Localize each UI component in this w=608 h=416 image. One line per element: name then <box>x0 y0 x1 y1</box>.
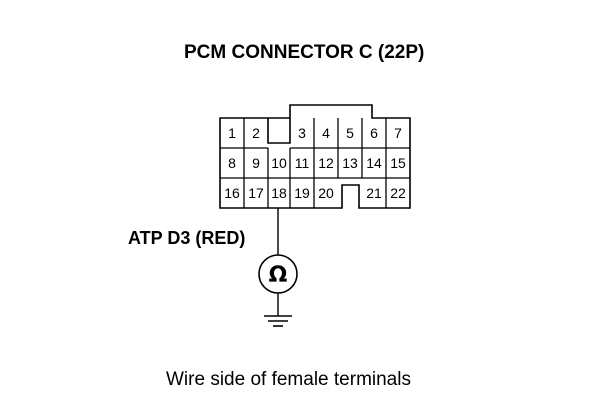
pin-5: 5 <box>346 125 354 141</box>
wire-label: ATP D3 (RED) <box>128 228 245 248</box>
pin-6: 6 <box>370 125 378 141</box>
pin-3: 3 <box>298 125 306 141</box>
pin-1: 1 <box>228 125 236 141</box>
pin-14: 14 <box>366 155 382 171</box>
pin-22: 22 <box>390 185 406 201</box>
connector-key-slot <box>267 118 291 144</box>
pin-8: 8 <box>228 155 236 171</box>
pin-7: 7 <box>394 125 402 141</box>
ground-icon <box>264 315 292 327</box>
pin-15: 15 <box>390 155 406 171</box>
ohmmeter-icon: Ω <box>258 254 298 294</box>
connector-grid <box>220 118 410 208</box>
ohm-symbol: Ω <box>269 263 288 288</box>
pin-12: 12 <box>318 155 334 171</box>
pin-9: 9 <box>252 155 260 171</box>
pin-20: 20 <box>318 185 334 201</box>
pin-10: 10 <box>271 155 287 171</box>
caption: Wire side of female terminals <box>166 369 411 390</box>
pin-18: 18 <box>271 185 287 201</box>
pin-16: 16 <box>224 185 240 201</box>
pin-4: 4 <box>322 125 330 141</box>
connector-title: PCM CONNECTOR C (22P) <box>184 42 424 63</box>
connector-outline <box>219 104 411 209</box>
pin-17: 17 <box>248 185 264 201</box>
pin-2: 2 <box>252 125 260 141</box>
pin-11: 11 <box>295 155 310 171</box>
pin-13: 13 <box>342 155 358 171</box>
pin-21: 21 <box>366 185 382 201</box>
pin-19: 19 <box>294 185 310 201</box>
